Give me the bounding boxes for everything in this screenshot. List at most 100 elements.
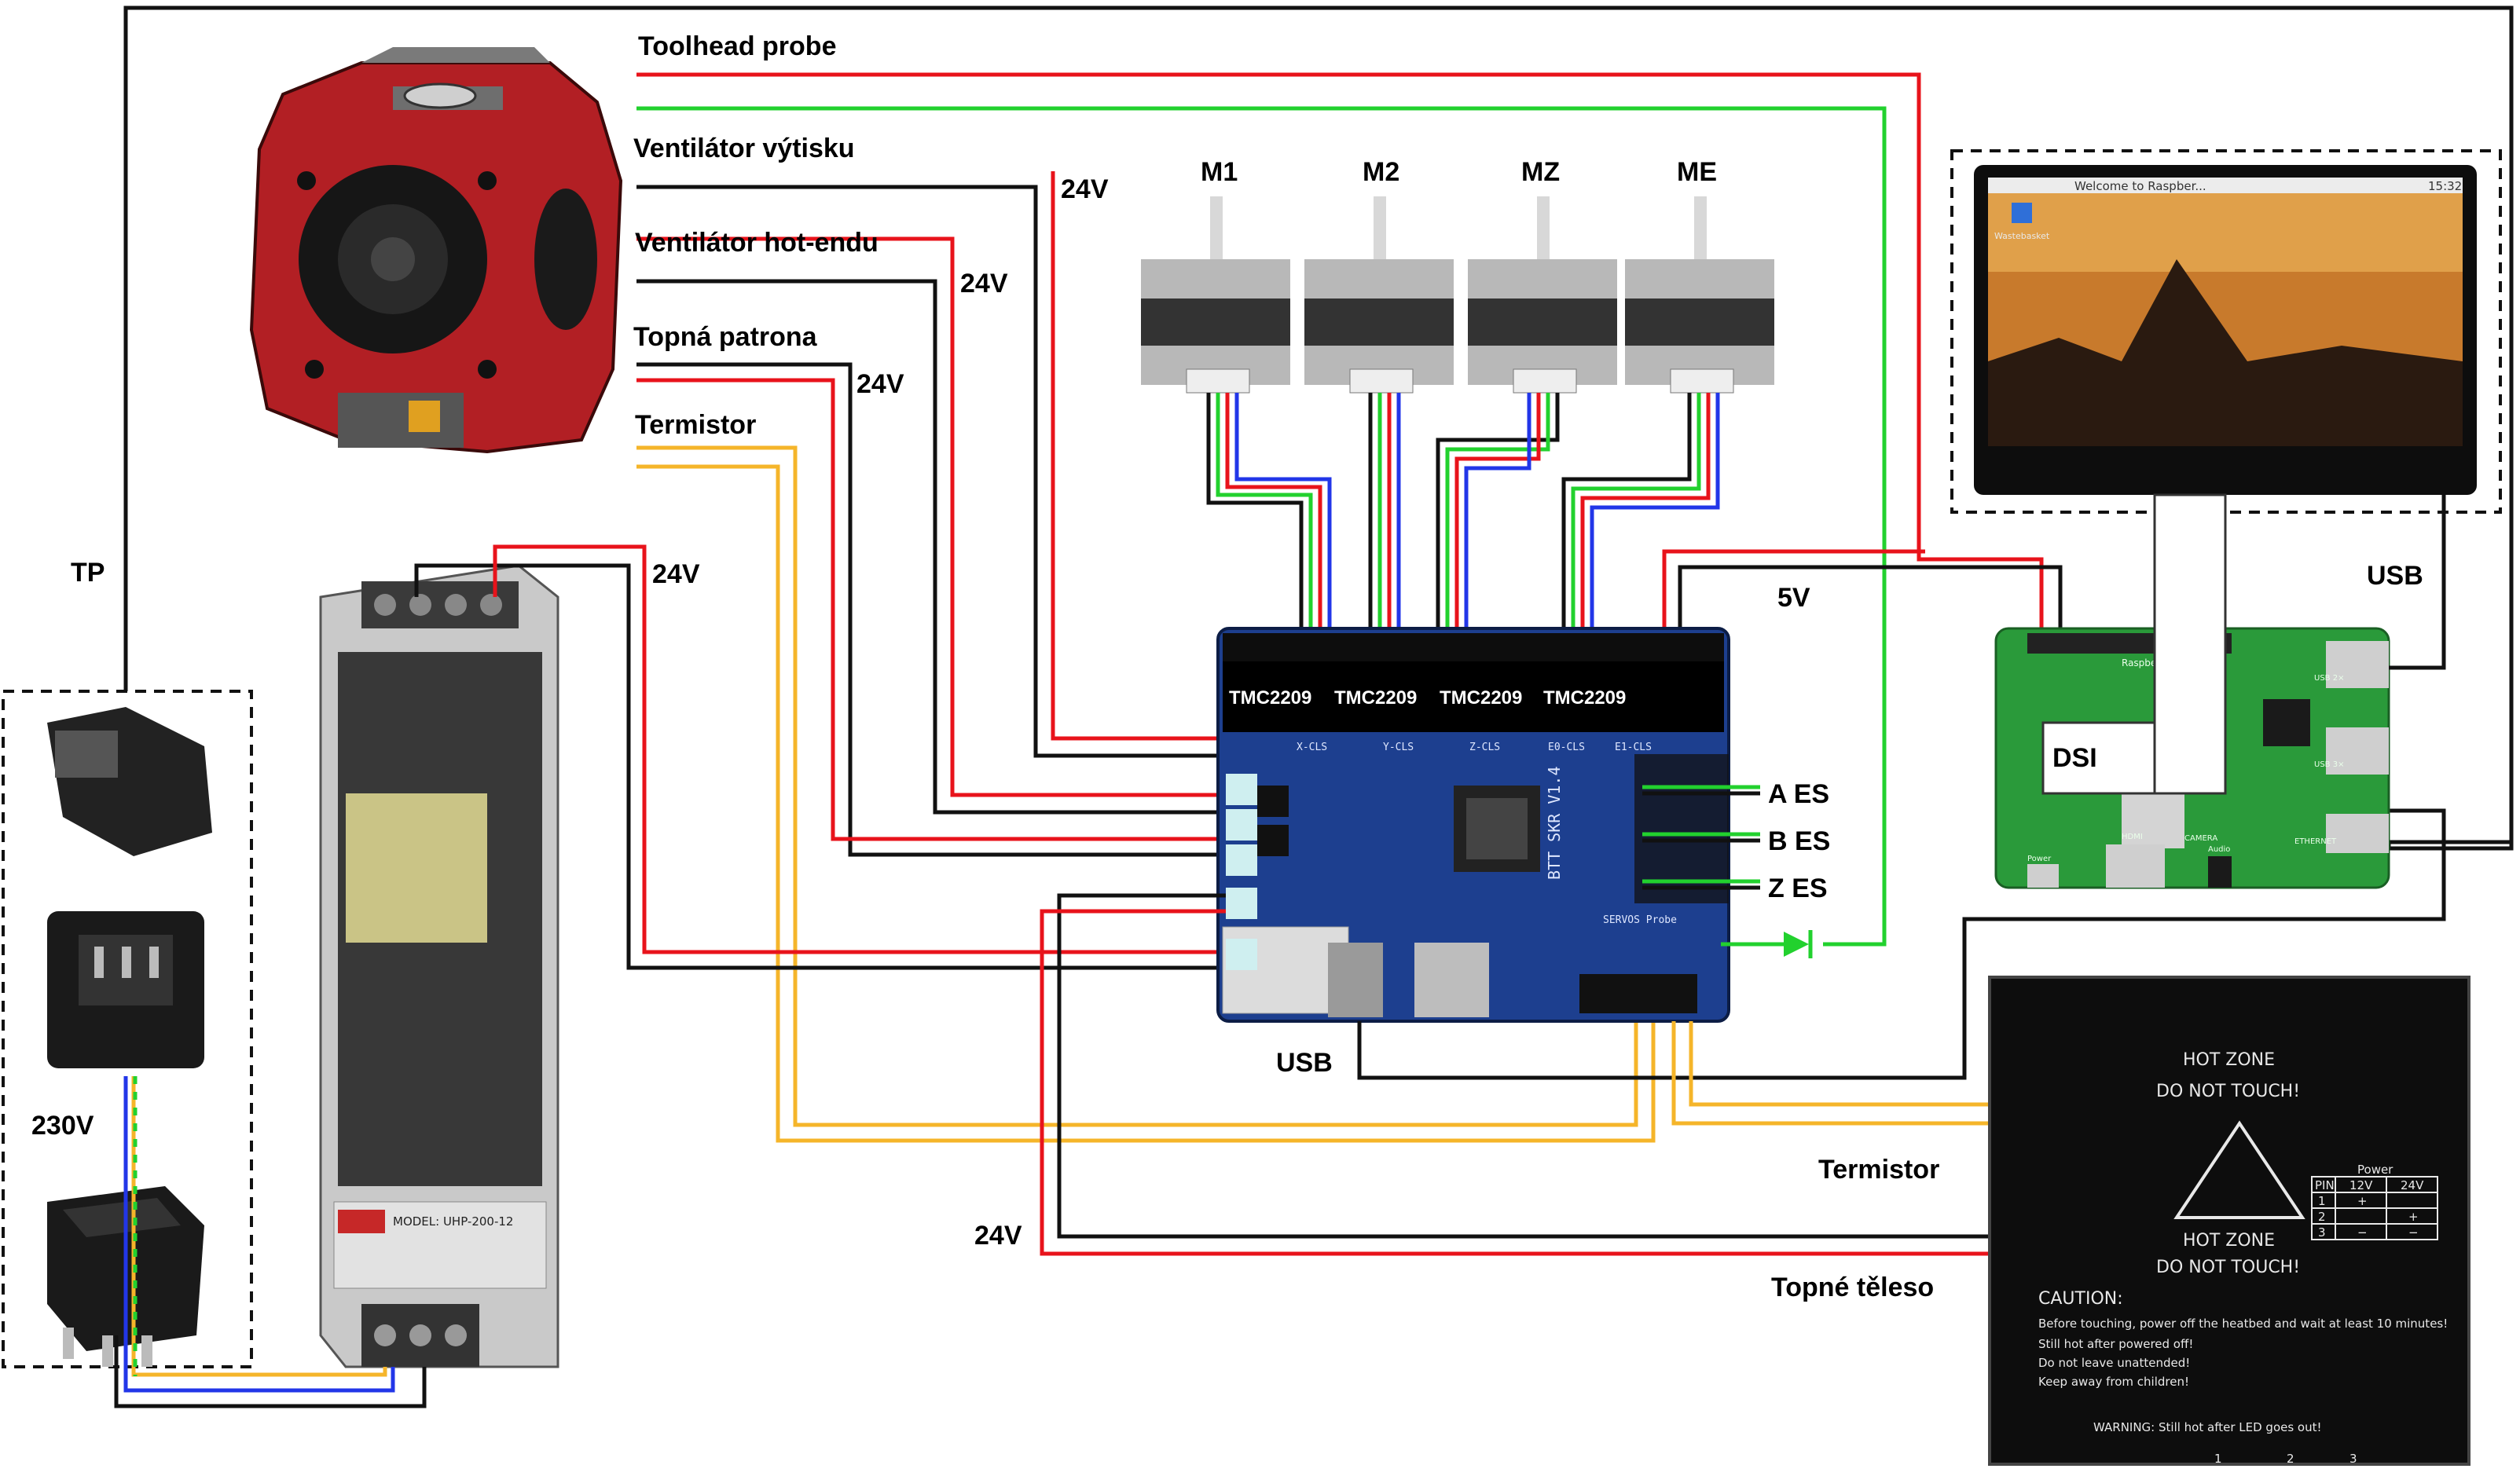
silk-zcls: Z-CLS	[1469, 742, 1500, 753]
wire-part-fan	[636, 171, 1226, 758]
wire-hotend-fan	[636, 236, 1226, 815]
toolhead-render	[249, 47, 623, 454]
wire-heater-cartridge	[636, 362, 1226, 857]
bed-hot-1: HOT ZONE	[2183, 1050, 2275, 1070]
board-name: BTT SKR V1.4	[1545, 767, 1564, 881]
bed-r1: 1	[2318, 1194, 2326, 1208]
bed-r2b: +	[2408, 1210, 2419, 1224]
skr-board: X-CLS Y-CLS Z-CLS E0-CLS E1-CLS SERVOS P…	[1216, 627, 1730, 1023]
wire-psu-24v	[414, 544, 1226, 970]
label-230v: 230V	[31, 1111, 94, 1141]
stepper-me	[1625, 196, 1774, 394]
probe-diode-icon	[1721, 930, 1813, 958]
bed-pad-3: 3	[2349, 1452, 2357, 1466]
wire-bed-heater	[1040, 893, 1988, 1256]
label-24v-hotend-fan: 24V	[960, 269, 1008, 298]
label-heater-cartridge: Topná patrona	[633, 322, 818, 352]
driver-1-label: TMC2209	[1229, 687, 1311, 709]
silk-ycls: Y-CLS	[1383, 742, 1414, 753]
wire-usb-pi-display	[2389, 495, 2446, 670]
bed-power-title: Power	[2357, 1163, 2393, 1177]
driver-3-label: TMC2209	[1440, 687, 1522, 709]
driver-4-label: TMC2209	[1543, 687, 1626, 709]
silk-e0cls: E0-CLS	[1548, 742, 1585, 753]
wire-stepper-m1	[1206, 393, 1332, 636]
wire-endstops	[1642, 785, 1760, 890]
bed-col-pin: PIN	[2315, 1178, 2335, 1192]
bed-r1a: +	[2357, 1194, 2368, 1208]
iec-inlet	[47, 911, 204, 1068]
driver-2-label: TMC2209	[1334, 687, 1417, 709]
stepper-m2	[1304, 196, 1454, 394]
wire-usb-board	[1357, 808, 2446, 1080]
bed-r3b: −	[2408, 1225, 2419, 1240]
label-24v-psu: 24V	[652, 559, 700, 589]
bed-pad-2: 2	[2287, 1452, 2294, 1466]
display-taskbar-title: Welcome to Raspber...	[2074, 179, 2206, 193]
label-24v-bed: 24V	[974, 1221, 1022, 1251]
label-hotend-fan: Ventilátor hot-endu	[635, 228, 879, 258]
pi-audio: Audio	[2208, 845, 2230, 854]
stepper-m1	[1141, 196, 1290, 394]
label-24v-heater: 24V	[857, 369, 904, 399]
wire-bed-thermistor	[1671, 1021, 1988, 1126]
bed-pad-1: 1	[2214, 1452, 2222, 1466]
label-mz: MZ	[1521, 157, 1560, 187]
label-m2: M2	[1363, 157, 1399, 187]
bed-warning: WARNING: Still hot after LED goes out!	[2093, 1420, 2322, 1434]
label-b-es: B ES	[1768, 826, 1830, 856]
bed-caution: CAUTION:	[2038, 1289, 2123, 1309]
bed-caution-1: Before touching, power off the heatbed a…	[2038, 1317, 2448, 1331]
wire-5v	[1662, 549, 2063, 636]
wire-mains	[114, 1076, 427, 1408]
wire-stepper-mz	[1436, 393, 1560, 636]
psu-model: MODEL: UHP-200-12	[393, 1214, 513, 1229]
display: Welcome to Raspber... 15:32 Wastebasket	[1974, 165, 2477, 495]
label-24v-part-fan: 24V	[1061, 174, 1109, 204]
label-bed-heater: Topné těleso	[1771, 1273, 1934, 1302]
wire-toolhead-probe	[636, 72, 2044, 947]
wire-stepper-me	[1561, 393, 1720, 636]
pi-usb3: USB 3×	[2314, 760, 2344, 769]
pi-power: Power	[2027, 855, 2052, 863]
label-a-es: A ES	[1768, 779, 1829, 809]
label-toolhead-probe: Toolhead probe	[638, 31, 836, 61]
bed-col-24v: 24V	[2401, 1178, 2424, 1192]
display-clock: 15:32	[2428, 179, 2462, 193]
silk-e1cls: E1-CLS	[1615, 742, 1652, 753]
bed-caution-4: Keep away from children!	[2038, 1375, 2189, 1389]
bed-caution-3: Do not leave unattended!	[2038, 1356, 2190, 1370]
wire-thermistor-top	[636, 445, 1656, 1143]
label-usb-pi: USB	[2367, 561, 2423, 591]
bed-dont-2: DO NOT TOUCH!	[2156, 1258, 2300, 1277]
label-me: ME	[1677, 157, 1717, 187]
label-usb-board: USB	[1276, 1048, 1333, 1078]
label-part-fan: Ventilátor výtisku	[633, 134, 855, 163]
keystone-jack	[47, 707, 212, 856]
label-dsi: DSI	[2052, 743, 2097, 773]
label-m1: M1	[1201, 157, 1238, 187]
stepper-mz	[1468, 196, 1617, 394]
bed-col-12v: 12V	[2349, 1178, 2373, 1192]
bed-r2: 2	[2318, 1210, 2326, 1224]
label-thermistor-top: Termistor	[635, 410, 756, 440]
silk-probe: SERVOS Probe	[1603, 914, 1677, 926]
heatbed: HOT ZONE DO NOT TOUCH! HOT ZONE DO NOT T…	[1988, 976, 2470, 1466]
bed-r3a: −	[2357, 1225, 2368, 1240]
pi-ethernet: ETHERNET	[2294, 837, 2337, 846]
pi-usb2: USB 2×	[2314, 674, 2344, 683]
bed-r3: 3	[2318, 1225, 2326, 1240]
bed-hot-2: HOT ZONE	[2183, 1231, 2275, 1251]
bed-dont-1: DO NOT TOUCH!	[2156, 1082, 2300, 1101]
silk-xcls: X-CLS	[1297, 742, 1327, 753]
pi-camera: CAMERA	[2184, 834, 2217, 843]
label-tp: TP	[71, 558, 105, 588]
bed-power-table: Power PIN 12V 24V 1 + 2 + 3 − −	[2311, 1163, 2438, 1240]
display-desktop-icon: Wastebasket	[1994, 231, 2050, 241]
label-thermistor-bed: Termistor	[1818, 1155, 1939, 1185]
bed-caution-2: Still hot after powered off!	[2038, 1337, 2193, 1351]
label-z-es: Z ES	[1768, 874, 1828, 903]
wire-stepper-m2	[1368, 393, 1401, 636]
psu: MODEL: UHP-200-12	[319, 564, 559, 1368]
